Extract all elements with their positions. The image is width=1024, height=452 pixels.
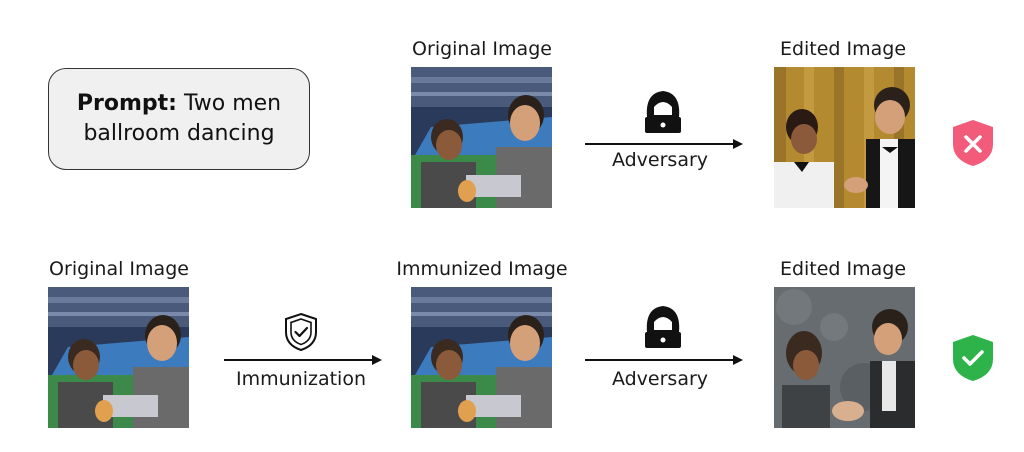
row2-immunized-label: Immunized Image bbox=[396, 258, 568, 280]
row1-adversary-arrow bbox=[585, 138, 743, 150]
row1-adversary-label: Adversary bbox=[611, 149, 709, 171]
row1-original-label: Original Image bbox=[412, 38, 552, 60]
row2-original-label: Original Image bbox=[49, 258, 189, 280]
prompt-label: Prompt: bbox=[76, 91, 177, 116]
hacker-laptop-icon bbox=[641, 87, 685, 135]
immunization-label: Immunization bbox=[236, 368, 366, 390]
row2-edited-label: Edited Image bbox=[779, 258, 907, 280]
x-shield-icon bbox=[950, 118, 996, 168]
row2-immunized-image bbox=[411, 287, 552, 428]
row2-original-image bbox=[48, 287, 189, 428]
check-shield-icon bbox=[950, 333, 996, 383]
hacker-laptop-icon bbox=[641, 302, 685, 350]
row1-edited-label: Edited Image bbox=[779, 38, 907, 60]
prompt-box: Prompt: Two men ballroom dancing bbox=[48, 68, 310, 170]
shield-check-icon bbox=[283, 312, 319, 352]
row1-original-image bbox=[411, 67, 552, 208]
row1-edited-image bbox=[774, 67, 915, 208]
row2-adversary-label: Adversary bbox=[611, 368, 709, 390]
row2-adversary-arrow bbox=[585, 354, 743, 366]
immunization-arrow bbox=[224, 354, 382, 366]
row2-edited-image bbox=[774, 287, 915, 428]
prompt-text: Two men ballroom dancing bbox=[83, 91, 282, 146]
